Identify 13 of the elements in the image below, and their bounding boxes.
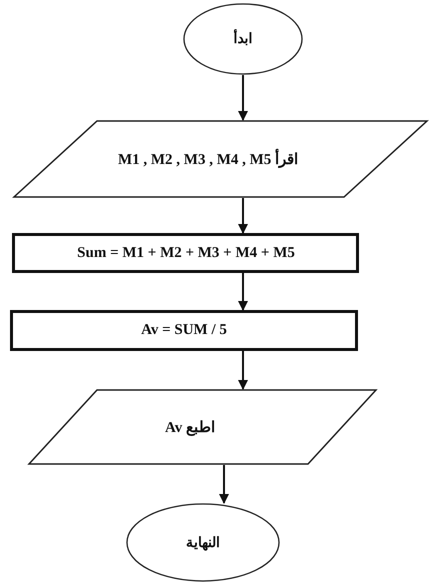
node-text: النهاية bbox=[186, 534, 220, 552]
node-text: Av = SUM / 5 bbox=[141, 322, 227, 339]
arrow bbox=[238, 75, 248, 121]
node-text: اطبع Av bbox=[165, 418, 215, 436]
node-text: اقرأ M1 , M2 , M3 , M4 , M5 bbox=[118, 150, 298, 168]
arrow bbox=[238, 198, 248, 234]
process-box bbox=[12, 233, 359, 273]
node-text: ابدأ bbox=[234, 30, 252, 48]
arrow bbox=[219, 465, 229, 504]
arrow bbox=[238, 273, 248, 311]
node-text: Sum = M1 + M2 + M3 + M4 + M5 bbox=[77, 244, 295, 262]
process-box bbox=[10, 310, 358, 351]
arrow bbox=[238, 351, 248, 390]
